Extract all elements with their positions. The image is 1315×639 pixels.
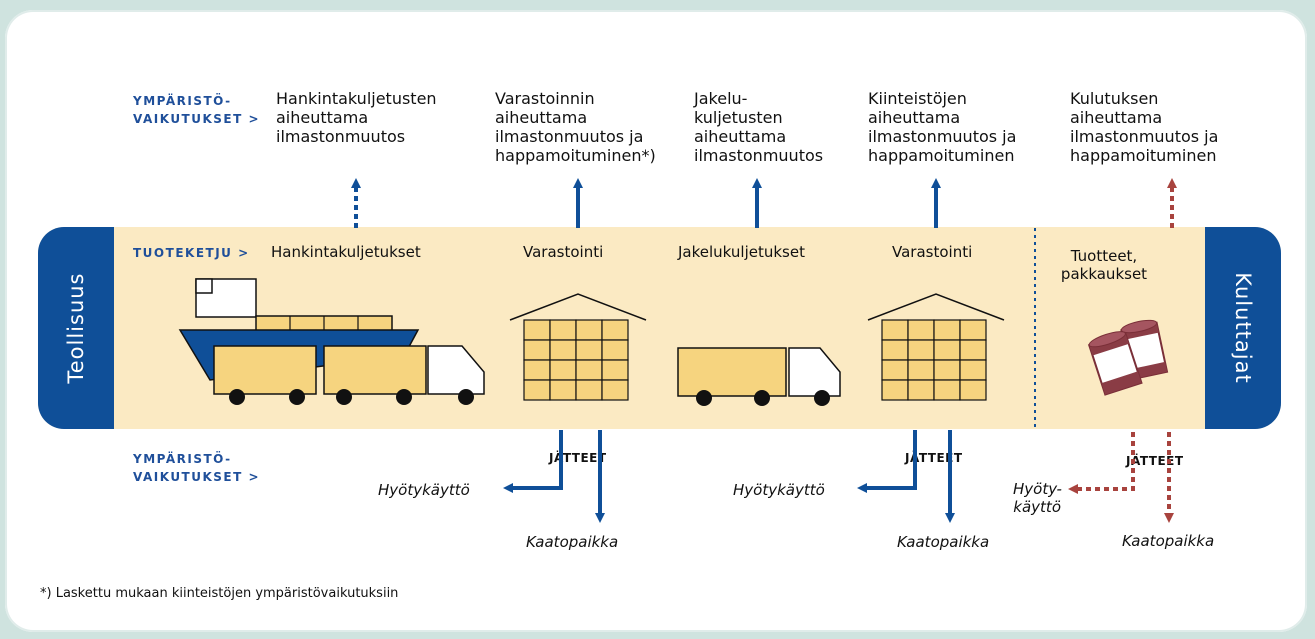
- truck-icon-2: [677, 347, 841, 406]
- impact-distribution: Jakelu- kuljetusten aiheuttama ilmastonm…: [694, 89, 824, 165]
- reuse-label-1: Hyötykäyttö: [378, 481, 470, 499]
- reuse-label-2: Hyötykäyttö: [733, 481, 825, 499]
- warehouse-icon-1: [509, 293, 647, 401]
- impact-properties: Kiinteistöjen aiheuttama ilmastonmuutos …: [868, 89, 1017, 165]
- effects-label-bottom: YMPÄRISTÖ- VAIKUTUKSET >: [133, 452, 261, 484]
- landfill-label-1: Kaatopaikka: [526, 533, 619, 551]
- consumers-endcap: [1205, 227, 1281, 429]
- waste-label-2: JÄTTEET: [905, 451, 963, 465]
- stage-products-packaging: Tuotteet, pakkaukset: [1060, 247, 1148, 283]
- stage-storage-1: Varastointi: [523, 243, 604, 261]
- product-chain-label: TUOTEKETJU >: [133, 246, 250, 260]
- arrow-reuse-1: [503, 430, 563, 493]
- industry-endcap: [38, 227, 114, 429]
- stage-storage-2: Varastointi: [892, 243, 973, 261]
- waste-label-1: JÄTTEET: [549, 451, 607, 465]
- landfill-label-3: Kaatopaikka: [1122, 532, 1215, 550]
- arrow-reuse-2: [857, 430, 917, 493]
- product-chain-band: [38, 227, 1281, 429]
- reuse-label-3: Hyöty- käyttö: [1013, 480, 1062, 516]
- waste-label-3: JÄTTEET: [1126, 454, 1184, 468]
- impact-storage: Varastoinnin aiheuttama ilmastonmuutos j…: [495, 89, 656, 165]
- footnote: *) Laskettu mukaan kiinteistöjen ympäris…: [40, 586, 399, 601]
- cans-icon: [1087, 319, 1169, 396]
- landfill-label-2: Kaatopaikka: [897, 533, 990, 551]
- arrow-reuse-3: [1068, 432, 1135, 494]
- truck-icon-1: [213, 345, 485, 405]
- stage-procurement-transport: Hankintakuljetukset: [271, 243, 421, 261]
- impact-consumption: Kulutuksen aiheuttama ilmastonmuutos ja …: [1070, 89, 1219, 165]
- stage-distribution-transport: Jakelukuljetukset: [678, 243, 805, 261]
- effects-label-top: YMPÄRISTÖ- VAIKUTUKSET >: [133, 94, 261, 126]
- impact-procurement: Hankintakuljetusten aiheuttama ilmastonm…: [276, 89, 437, 146]
- warehouse-icon-2: [867, 293, 1005, 401]
